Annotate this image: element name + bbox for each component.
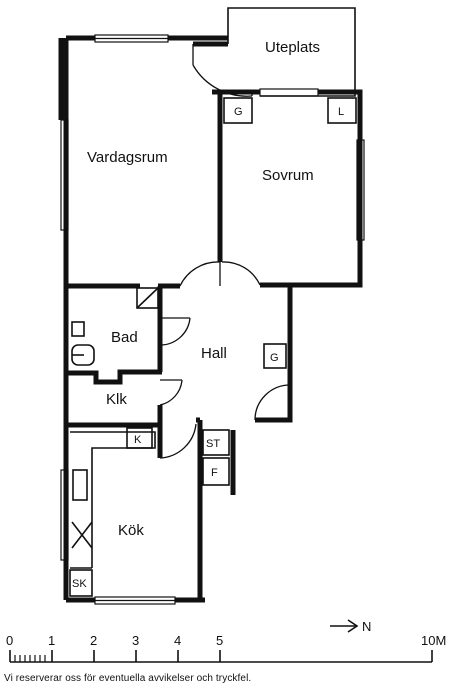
wardrobe-l-sovrum (327, 97, 357, 124)
room-label-uteplats: Uteplats (265, 39, 320, 56)
scale-tick-0: 0 (6, 633, 13, 648)
balcony-outline (227, 7, 356, 97)
tag-f: F (211, 467, 218, 479)
walls (58, 35, 363, 603)
scale-tick-4: 4 (174, 633, 181, 648)
bathroom-fixtures (71, 287, 159, 366)
scale-tick-1: 1 (48, 633, 55, 648)
tag-st: ST (206, 438, 220, 450)
room-label-hall: Hall (201, 345, 227, 362)
scale-tick-10m: 10M (421, 633, 446, 648)
room-label-vardagsrum: Vardagsrum (87, 149, 168, 166)
fridge-k (126, 427, 153, 449)
storage-st (202, 429, 230, 456)
cabinet-sk (69, 569, 93, 597)
tag-k: K (134, 434, 142, 446)
tag-l-sovrum: L (338, 106, 344, 118)
scale-tick-3: 3 (132, 633, 139, 648)
wardrobe-g-hall (263, 343, 287, 369)
doors (159, 44, 291, 459)
scale-bar: 0 1 2 3 4 5 10M (6, 633, 446, 663)
wardrobe-g-sovrum (223, 97, 253, 124)
room-label-sovrum: Sovrum (262, 167, 314, 184)
north-arrow-icon: N (330, 619, 371, 634)
scale-tick-2: 2 (90, 633, 97, 648)
windows (60, 34, 365, 605)
tag-sk: SK (72, 578, 87, 590)
room-label-kok: Kök (118, 522, 144, 539)
disclaimer-text: Vi reserverar oss för eventuella avvikel… (4, 673, 252, 684)
north-label: N (362, 619, 371, 634)
scale-tick-5: 5 (216, 633, 223, 648)
room-label-bad: Bad (111, 329, 138, 346)
kitchen-counter (70, 431, 156, 569)
tag-g-hall: G (270, 352, 279, 364)
tag-g-sovrum: G (234, 106, 243, 118)
room-label-klk: Klk (106, 391, 127, 408)
storage-f (202, 457, 230, 486)
